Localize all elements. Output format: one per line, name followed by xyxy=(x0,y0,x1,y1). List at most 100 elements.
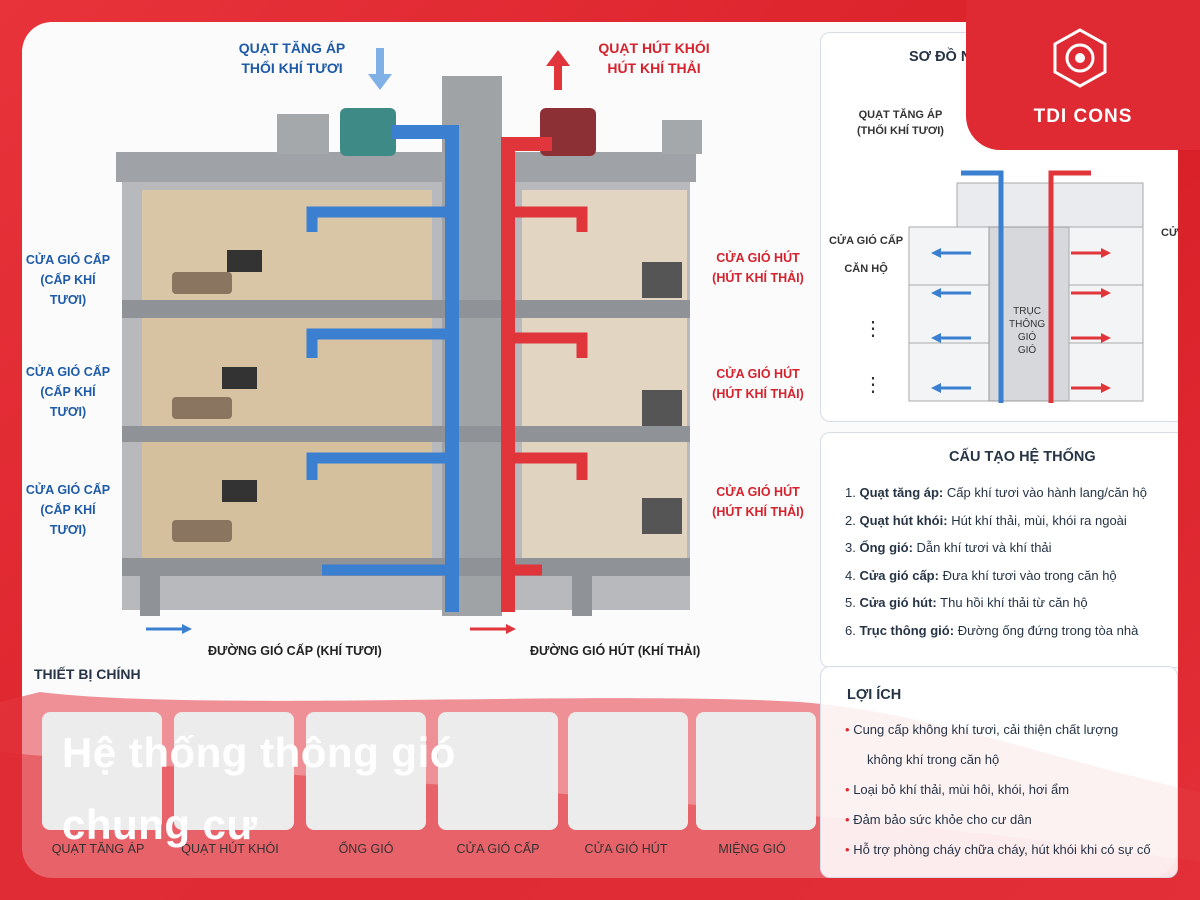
benefits-title: LỢI ÍCH xyxy=(847,687,902,703)
schema-shaft-line2: THÔNG xyxy=(1009,319,1046,330)
exhaust-vent-label-sub: (HÚT KHÍ THẢI) xyxy=(712,271,804,285)
headline-line1: Hệ thống thông gió xyxy=(62,729,456,776)
benefit-item: • Loại bỏ khí thải, mùi hôi, khói, hơi ẩ… xyxy=(845,775,1151,805)
benefit-item-text: Hỗ trợ phòng cháy chữa cháy, hút khói kh… xyxy=(853,842,1151,857)
supply-vent-label-sub: (CẤP KHÍ TƯƠI) xyxy=(40,503,96,537)
structure-item-term: Ống gió: xyxy=(859,540,913,555)
structure-item-desc: Hút khí thải, mùi, khói ra ngoài xyxy=(951,512,1127,528)
structure-item-desc: Dẫn khí tươi và khí thải xyxy=(916,540,1052,555)
structure-item: 1. Quạt tăng áp: Cấp khí tươi vào hành l… xyxy=(845,479,1147,507)
structure-item-desc: Cấp khí tươi vào hành lang/căn hộ xyxy=(946,485,1147,500)
schema-shaft-line1: TRỤC xyxy=(1013,306,1041,317)
structure-item-num: 1. xyxy=(845,485,856,500)
benefit-item: • Đảm bảo sức khỏe cho cư dân xyxy=(845,805,1151,835)
structure-title: CẤU TẠO HỆ THỐNG xyxy=(949,449,1096,465)
schema-right-cut-label: CỬ xyxy=(1161,227,1178,239)
schema-dots: ⋮ ⋮ xyxy=(863,301,883,413)
brand-name: TDI CONS xyxy=(1033,106,1133,127)
bullet-icon: • xyxy=(845,812,850,827)
exhaust-legend-arrow-icon xyxy=(470,624,516,634)
structure-item-num: 6. xyxy=(845,622,856,638)
supply-vent-label: CỬA GIÓ CẤP (CẤP KHÍ TƯƠI) xyxy=(22,362,114,422)
structure-item-desc: Đường ống đứng trong tòa nhà xyxy=(957,622,1139,638)
benefits-panel: LỢI ÍCH • Cung cấp không khí tươi, cải t… xyxy=(820,666,1178,878)
equipment-label: QUẠT TĂNG ÁP xyxy=(51,842,145,856)
supply-vent-label-title: CỬA GIÓ CẤP xyxy=(25,365,111,379)
exhaust-fan-label: QUẠT HÚT KHÓI HÚT KHÍ THẢI xyxy=(584,38,724,78)
exhaust-vent-label-title: CỬA GIÓ HÚT xyxy=(716,485,800,499)
schema-vent-label-line1: CỬA GIÓ CẤP xyxy=(829,235,904,247)
supply-fan-label-line2: THỔI KHÍ TƯƠI xyxy=(241,60,343,76)
exhaust-fan-label-line1: QUẠT HÚT KHÓI xyxy=(598,40,710,56)
schema-dots-1: ⋮ xyxy=(863,318,883,340)
schema-fan-label: QUẠT TĂNG ÁP (THỔI KHÍ TƯƠI) xyxy=(857,107,944,139)
bullet-icon: • xyxy=(845,722,850,737)
schema-vent-label-line2: CĂN HỘ xyxy=(844,263,888,275)
schema-shaft-line4: GIÓ xyxy=(1017,345,1037,356)
supply-vent-label-title: CỬA GIÓ CẤP xyxy=(25,483,111,497)
exhaust-legend-label: ĐƯỜNG GIÓ HÚT (KHÍ THẢI) xyxy=(530,644,701,658)
exhaust-vent-label: CỬA GIÓ HÚT (HÚT KHÍ THẢI) xyxy=(706,364,810,404)
structure-item-term: Quạt tăng áp: xyxy=(859,485,944,500)
supply-fan-label-line1: QUẠT TĂNG ÁP xyxy=(238,40,346,56)
benefit-item-text: Đảm bảo sức khỏe cho cư dân xyxy=(853,812,1032,827)
benefit-item: • Hỗ trợ phòng cháy chữa cháy, hút khói … xyxy=(845,835,1151,865)
infographic-card: QUẠT TĂNG ÁP THỔI KHÍ TƯƠI QUẠT HÚT KHÓI… xyxy=(22,22,1178,878)
schema-dots-2: ⋮ xyxy=(863,374,883,396)
benefits-list: • Cung cấp không khí tươi, cải thiện chấ… xyxy=(845,715,1151,865)
bullet-icon: • xyxy=(845,782,850,797)
structure-item: 5. Cửa gió hút: Thu hồi khí thải từ căn … xyxy=(845,589,1147,617)
structure-panel: CẤU TẠO HỆ THỐNG 1. Quạt tăng áp: Cấp kh… xyxy=(820,432,1178,668)
logo-tab: TDI CONS xyxy=(966,0,1200,150)
equipment-thumb xyxy=(568,712,688,830)
exhaust-vent-label: CỬA GIÓ HÚT (HÚT KHÍ THẢI) xyxy=(706,482,810,522)
schema-fan-label-line1: QUẠT TĂNG ÁP xyxy=(858,109,943,121)
supply-vent-label: CỬA GIÓ CẤP (CẤP KHÍ TƯƠI) xyxy=(22,250,114,310)
exhaust-vent-label: CỬA GIÓ HÚT (HÚT KHÍ THẢI) xyxy=(706,248,810,288)
building-illustration xyxy=(116,48,702,616)
equipment-thumb xyxy=(438,712,558,830)
exhaust-vent-label-sub: (HÚT KHÍ THẢI) xyxy=(712,505,804,519)
exhaust-vent-label-title: CỬA GIÓ HÚT xyxy=(716,251,800,265)
exhaust-vent-label-sub: (HÚT KHÍ THẢI) xyxy=(712,387,804,401)
schema-panel: SƠ ĐỒ N QUẠT TĂNG ÁP (THỔI KHÍ TƯƠI) CỬA… xyxy=(820,32,1178,422)
structure-item-num: 3. xyxy=(845,540,856,555)
structure-item: 4. Cửa gió cấp: Đưa khí tươi vào trong c… xyxy=(845,562,1147,590)
equipment-thumb xyxy=(696,712,816,830)
schema-shaft-line3: GIÓ xyxy=(1017,332,1037,343)
equipment-label: MIỆNG GIÓ xyxy=(718,842,786,856)
benefit-item-text: Cung cấp không khí tươi, cải thiện chất … xyxy=(853,722,1119,737)
supply-vent-label-sub: (CẤP KHÍ TƯƠI) xyxy=(40,273,96,307)
supply-legend-arrow-icon xyxy=(146,624,192,634)
structure-item-term: Quạt hút khói: xyxy=(859,512,948,528)
structure-item-term: Cửa gió cấp: xyxy=(859,567,939,583)
equipment-title: THIẾT BỊ CHÍNH xyxy=(34,666,141,682)
structure-item-term: Trục thông gió: xyxy=(859,622,955,638)
bullet-icon: • xyxy=(845,842,850,857)
supply-fan-label: QUẠT TĂNG ÁP THỔI KHÍ TƯƠI xyxy=(222,38,362,78)
schema-shaft-label: TRỤC THÔNG GIÓ GIÓ xyxy=(1009,305,1045,357)
structure-item-term: Cửa gió hút: xyxy=(859,595,937,610)
structure-item: 6. Trục thông gió: Đường ống đứng trong … xyxy=(845,617,1147,645)
equipment-thumb xyxy=(306,712,426,830)
supply-vent-label-title: CỬA GIÓ CẤP xyxy=(25,253,111,267)
schema-diagram xyxy=(908,170,1144,403)
equipment-label: ỐNG GIÓ xyxy=(338,842,394,856)
equipment-label: CỬA GIÓ CẤP xyxy=(456,842,540,856)
structure-item: 2. Quạt hút khói: Hút khí thải, mùi, khó… xyxy=(845,507,1147,535)
equipment-thumb xyxy=(174,712,294,830)
equipment-label: QUẠT HÚT KHÓI xyxy=(181,842,279,856)
equipment-thumb xyxy=(42,712,162,830)
benefit-item-text: Loại bỏ khí thải, mùi hôi, khói, hơi ẩm xyxy=(853,782,1070,797)
schema-title: SƠ ĐỒ N xyxy=(909,49,972,65)
schema-vent-label: CỬA GIÓ CẤP CĂN HỘ xyxy=(829,227,903,283)
exhaust-fan-label-line2: HÚT KHÍ THẢI xyxy=(607,60,701,76)
structure-item-desc: Đưa khí tươi vào trong căn hộ xyxy=(942,567,1117,583)
structure-list: 1. Quạt tăng áp: Cấp khí tươi vào hành l… xyxy=(845,479,1147,644)
structure-item-desc: Thu hồi khí thải từ căn hộ xyxy=(940,595,1088,610)
supply-vent-label-sub: (CẤP KHÍ TƯƠI) xyxy=(40,385,96,419)
structure-item-num: 5. xyxy=(845,595,856,610)
exhaust-vent-label-title: CỬA GIÓ HÚT xyxy=(716,367,800,381)
benefit-item-continued: không khí trong căn hộ xyxy=(867,752,1000,767)
structure-item-num: 2. xyxy=(845,512,856,528)
